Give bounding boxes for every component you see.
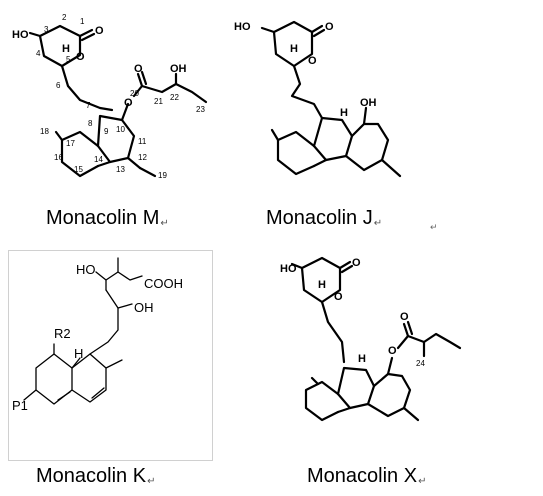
caption-monacolin-j-text: Monacolin J [266, 207, 373, 229]
monacolin-x-num-24: 24 [416, 359, 425, 368]
monacolin-j-label-o-carbonyl: O [325, 21, 334, 33]
structure-monacolin-k-frame [8, 250, 213, 461]
monacolin-k-label-h: H [74, 346, 83, 361]
monacolin-k-diagram: HO COOH OH R2 H P1 [12, 257, 183, 413]
caption-monacolin-m: Monacolin M↵ [46, 207, 169, 230]
caption-monacolin-x: Monacolin X↵ [307, 465, 426, 488]
monacolin-x-label-o-ring: O [334, 291, 343, 303]
monacolin-m-num-21: 21 [154, 97, 163, 106]
monacolin-j-diagram: HO O O H H OH [234, 20, 402, 178]
monacolin-k-label-cooh: COOH [144, 276, 183, 291]
caption-monacolin-k: Monacolin K↵ [36, 465, 155, 488]
paragraph-mark-icon: ↵ [373, 218, 383, 229]
monacolin-j-label-ho: HO [234, 21, 251, 33]
monacolin-m-num-8: 8 [88, 119, 93, 128]
caption-monacolin-m-text: Monacolin M [46, 207, 160, 229]
monacolin-k-label-p1: P1 [12, 398, 28, 413]
monacolin-m-num-2: 2 [62, 13, 67, 22]
monacolin-m-num-19: 19 [158, 171, 167, 180]
monacolin-x-label-h2: H [358, 353, 366, 365]
caption-monacolin-x-text: Monacolin X [307, 465, 418, 487]
monacolin-m-num-6: 6 [56, 81, 61, 90]
monacolin-x-label-o-ester: O [388, 345, 397, 357]
monacolin-m-label-o-ester: O [124, 97, 133, 109]
monacolin-m-num-5: 5 [66, 55, 71, 64]
monacolin-m-label-ho: HO [12, 29, 29, 41]
monacolin-m-label-oh: OH [170, 63, 187, 75]
monacolin-m-num-14: 14 [94, 155, 103, 164]
monacolin-k-label-ho: HO [76, 262, 96, 277]
monacolin-k-label-r2: R2 [54, 326, 71, 341]
monacolin-x-label-ho: HO [280, 263, 297, 275]
monacolin-m-diagram: HO O O H O O OH 1 2 3 4 5 6 7 8 9 10 11 … [12, 13, 208, 180]
paragraph-mark-stray: ↵ [430, 222, 438, 232]
monacolin-j-label-h: H [290, 43, 298, 55]
monacolin-m-num-3: 3 [44, 25, 49, 34]
paragraph-mark-icon: ↵ [160, 218, 169, 229]
monacolin-m-num-20: 20 [130, 89, 139, 98]
monacolin-x-label-h: H [318, 279, 326, 291]
monacolin-m-num-22: 22 [170, 93, 179, 102]
monacolin-m-label-o-ring: O [76, 51, 85, 63]
structure-monacolin-j: HO O O H H OH [230, 0, 430, 205]
monacolin-m-num-11: 11 [138, 137, 147, 146]
monacolin-m-num-13: 13 [116, 165, 125, 174]
caption-monacolin-j: Monacolin J↵ [266, 207, 382, 230]
monacolin-m-label-o-ester-carbonyl: O [134, 63, 143, 75]
paragraph-mark-icon: ↵ [147, 476, 156, 487]
monacolin-j-label-h2: H [340, 107, 348, 119]
monacolin-m-num-23: 23 [196, 105, 205, 114]
structure-monacolin-x: HO O O H O O H 24 [270, 250, 490, 460]
monacolin-x-diagram: HO O O H O O H 24 [280, 256, 462, 422]
monacolin-m-num-18: 18 [40, 127, 49, 136]
monacolin-m-num-16: 16 [54, 153, 63, 162]
caption-monacolin-k-text: Monacolin K [36, 465, 147, 487]
monacolin-k-label-oh: OH [134, 300, 154, 315]
monacolin-x-label-o-carbonyl: O [352, 257, 361, 269]
monacolin-j-label-o-ring: O [308, 55, 317, 67]
monacolin-m-num-10: 10 [116, 125, 125, 134]
structure-monacolin-m: HO O O H O O OH 1 2 3 4 5 6 7 8 9 10 11 … [0, 0, 250, 205]
monacolin-x-label-o-ester-carbonyl: O [400, 311, 409, 323]
monacolin-m-num-17: 17 [66, 139, 75, 148]
monacolin-m-label-o-carbonyl: O [95, 25, 104, 37]
monacolin-m-num-7: 7 [86, 101, 91, 110]
monacolin-m-num-15: 15 [74, 165, 83, 174]
monacolin-m-num-1: 1 [80, 17, 85, 26]
monacolin-m-num-12: 12 [138, 153, 147, 162]
paragraph-mark-icon: ↵ [418, 476, 427, 487]
monacolin-j-label-oh: OH [360, 97, 377, 109]
structure-monacolin-k: HO COOH OH R2 H P1 [0, 250, 220, 465]
monacolin-m-num-9: 9 [104, 127, 109, 136]
monacolin-m-num-4: 4 [36, 49, 41, 58]
monacolin-m-label-h: H [62, 43, 70, 55]
